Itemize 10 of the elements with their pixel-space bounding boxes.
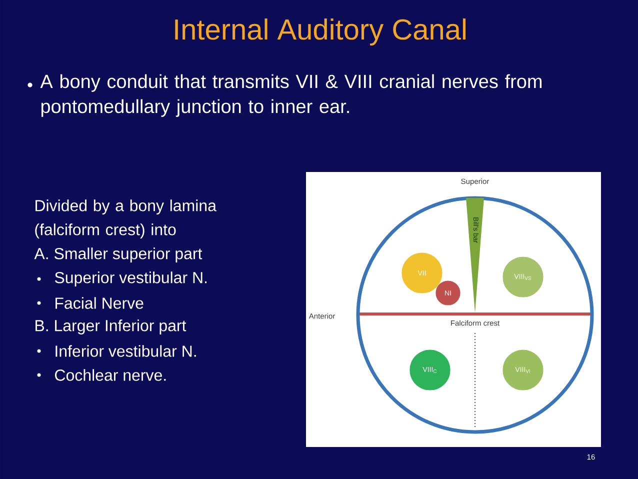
outline-circle	[356, 196, 594, 434]
bullet-text: Cochlear nerve.	[55, 369, 166, 381]
body-text: Divided by a bony lamina (falciform crest) into	[35, 200, 216, 238]
bullet-text: Facial Nerve	[56, 297, 144, 309]
bullet-text: Superior vestibular N.	[54, 272, 207, 286]
body-text: A. Smaller superior part	[34, 248, 202, 262]
title: Internal Auditory Canal	[175, 18, 466, 46]
bullet-text: A bony conduit that transmits VII & VIII cranial nerves from pontomedullary junction to inner ear.	[40, 74, 542, 117]
bullet-text: Inferior vestibular N.	[56, 345, 196, 357]
body-text: B. Larger Inferior part	[36, 320, 186, 334]
